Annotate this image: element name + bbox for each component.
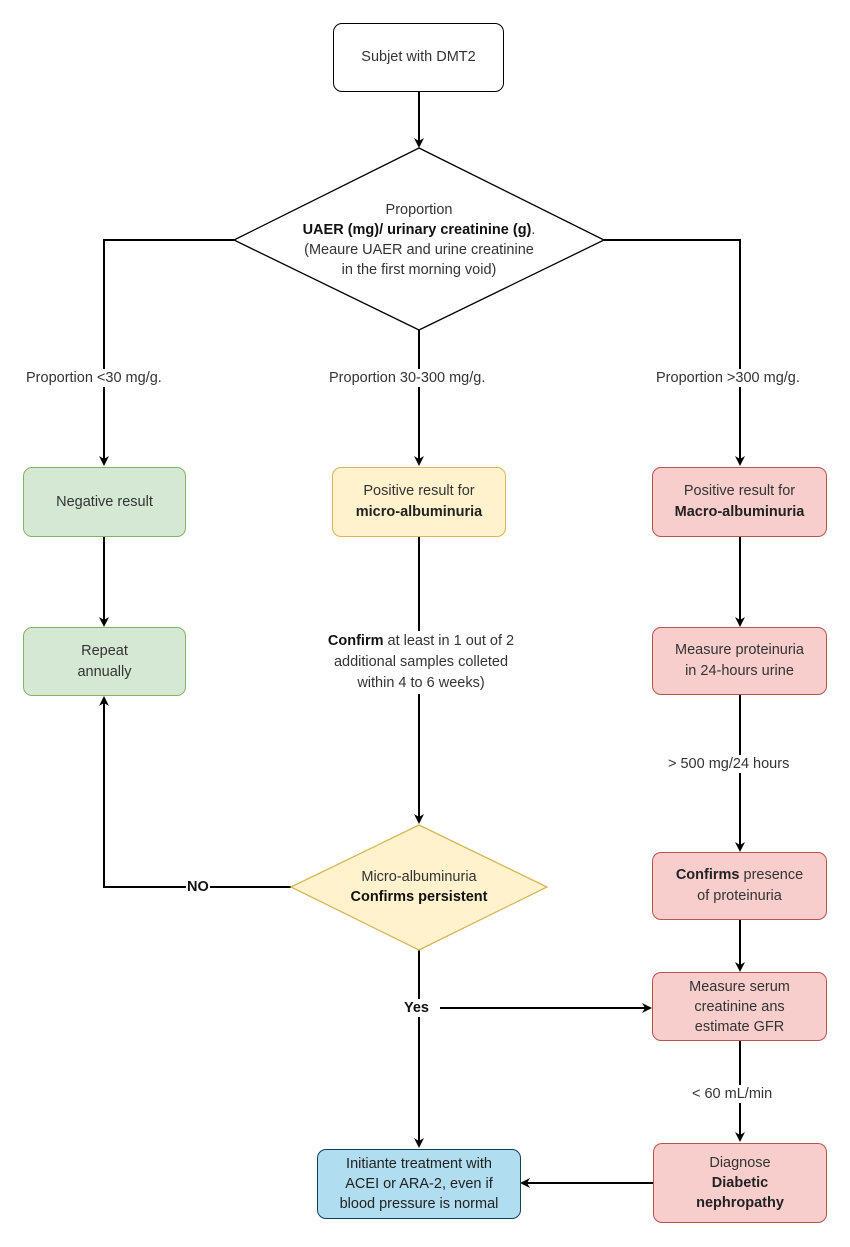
measure-serum-line2: creatinine ans	[694, 998, 785, 1015]
confirm-line1-tail: at least in 1 out of 2	[383, 633, 515, 649]
confirm-line3: within 4 to 6 weeks)	[357, 675, 485, 691]
confirms-proteinuria-line1: Confirms presence	[676, 865, 803, 886]
measure-serum-line1: Measure serum	[689, 978, 790, 995]
decision-ratio-text: Proportion UAER (mg)/ urinary creatinine…	[254, 198, 584, 282]
decision-ratio-formula: UAER (mg)/ urinary creatinine (g)	[302, 222, 532, 238]
negative-result-label: Negative result	[56, 493, 153, 510]
macro-line1: Positive result for	[683, 483, 796, 499]
treatment-node: Initiante treatment with ACEI or ARA-2, …	[317, 1149, 521, 1219]
label-no: NO	[186, 878, 210, 896]
edge-persistent-no-to-repeat	[99, 696, 291, 888]
decision-ratio-line1: Proportion	[385, 202, 453, 218]
label-30-300: Proportion 30-300 mg/g.	[328, 369, 487, 387]
repeat-line2: annually	[77, 663, 132, 680]
measure-serum-line3: estimate GFR	[694, 1018, 785, 1035]
confirms-proteinuria-node: Confirms presence of proteinuria	[652, 852, 827, 920]
diagnose-node: Diagnose Diabetic nephropathy	[653, 1143, 827, 1223]
measure-proteinuria-line2: in 24-hours urine	[685, 663, 794, 679]
diagnose-line1: Diagnose	[709, 1155, 771, 1171]
micro-line1: Positive result for	[363, 483, 475, 499]
macro-line2: Macro-albuminuria	[674, 504, 805, 520]
negative-result-node: Negative result	[23, 467, 186, 537]
measure-serum-node: Measure serum creatinine ans estimate GF…	[652, 972, 827, 1041]
decision-persistent-text: Micro-albuminuria Confirms persistent	[319, 866, 519, 908]
repeat-line1: Repeat	[81, 642, 128, 659]
label-gt500: > 500 mg/24 hours	[667, 755, 791, 773]
micro-albuminuria-node: Positive result for micro-albuminuria	[332, 467, 506, 537]
decision-ratio-line4: in the first morning void)	[341, 262, 497, 278]
treatment-line1: Initiante treatment with	[346, 1156, 492, 1172]
confirms-proteinuria-line2: of proteinuria	[697, 888, 782, 904]
treatment-line3: blood pressure is normal	[339, 1196, 499, 1212]
diagnose-line2: Diabetic	[711, 1175, 769, 1191]
confirms-bold: Confirms	[675, 867, 740, 883]
edge-decision-to-macro	[604, 239, 745, 466]
start-node: Subjet with DMT2	[333, 23, 504, 92]
decision-ratio-line3: (Meaure UAER and urine creatinine	[304, 242, 534, 258]
label-confirm-samples: Confirm at least in 1 out of 2 additiona…	[306, 631, 536, 694]
start-node-label: Subjet with DMT2	[361, 49, 476, 65]
persistent-line2: Confirms persistent	[350, 889, 488, 905]
treatment-line2: ACEI or ARA-2, even if	[345, 1176, 493, 1192]
confirm-bold: Confirm	[327, 633, 384, 649]
micro-line2: micro-albuminuria	[355, 504, 483, 520]
label-lt60: < 60 mL/min	[691, 1085, 774, 1103]
label-lt30: Proportion <30 mg/g.	[25, 369, 163, 387]
measure-proteinuria-node: Measure proteinuria in 24-hours urine	[652, 627, 827, 695]
confirm-line2: additional samples colleted	[333, 654, 509, 670]
confirms-tail: presence	[739, 867, 804, 883]
repeat-annually-node: Repeat annually	[23, 627, 186, 696]
decision-ratio-period: .	[531, 222, 536, 238]
edge-decision-to-negative	[99, 239, 234, 466]
macro-albuminuria-node: Positive result for Macro-albuminuria	[652, 467, 827, 537]
label-yes: Yes	[403, 999, 430, 1017]
label-gt300: Proportion >300 mg/g.	[655, 369, 801, 387]
persistent-line1: Micro-albuminuria	[361, 869, 477, 885]
diagnose-line3: nephropathy	[696, 1195, 784, 1211]
measure-proteinuria-line1: Measure proteinuria	[675, 642, 804, 658]
decision-ratio-line2: UAER (mg)/ urinary creatinine (g).	[303, 220, 536, 240]
decision-diamond-ratio	[232, 147, 606, 331]
decision-diamond-persistent	[289, 824, 549, 951]
